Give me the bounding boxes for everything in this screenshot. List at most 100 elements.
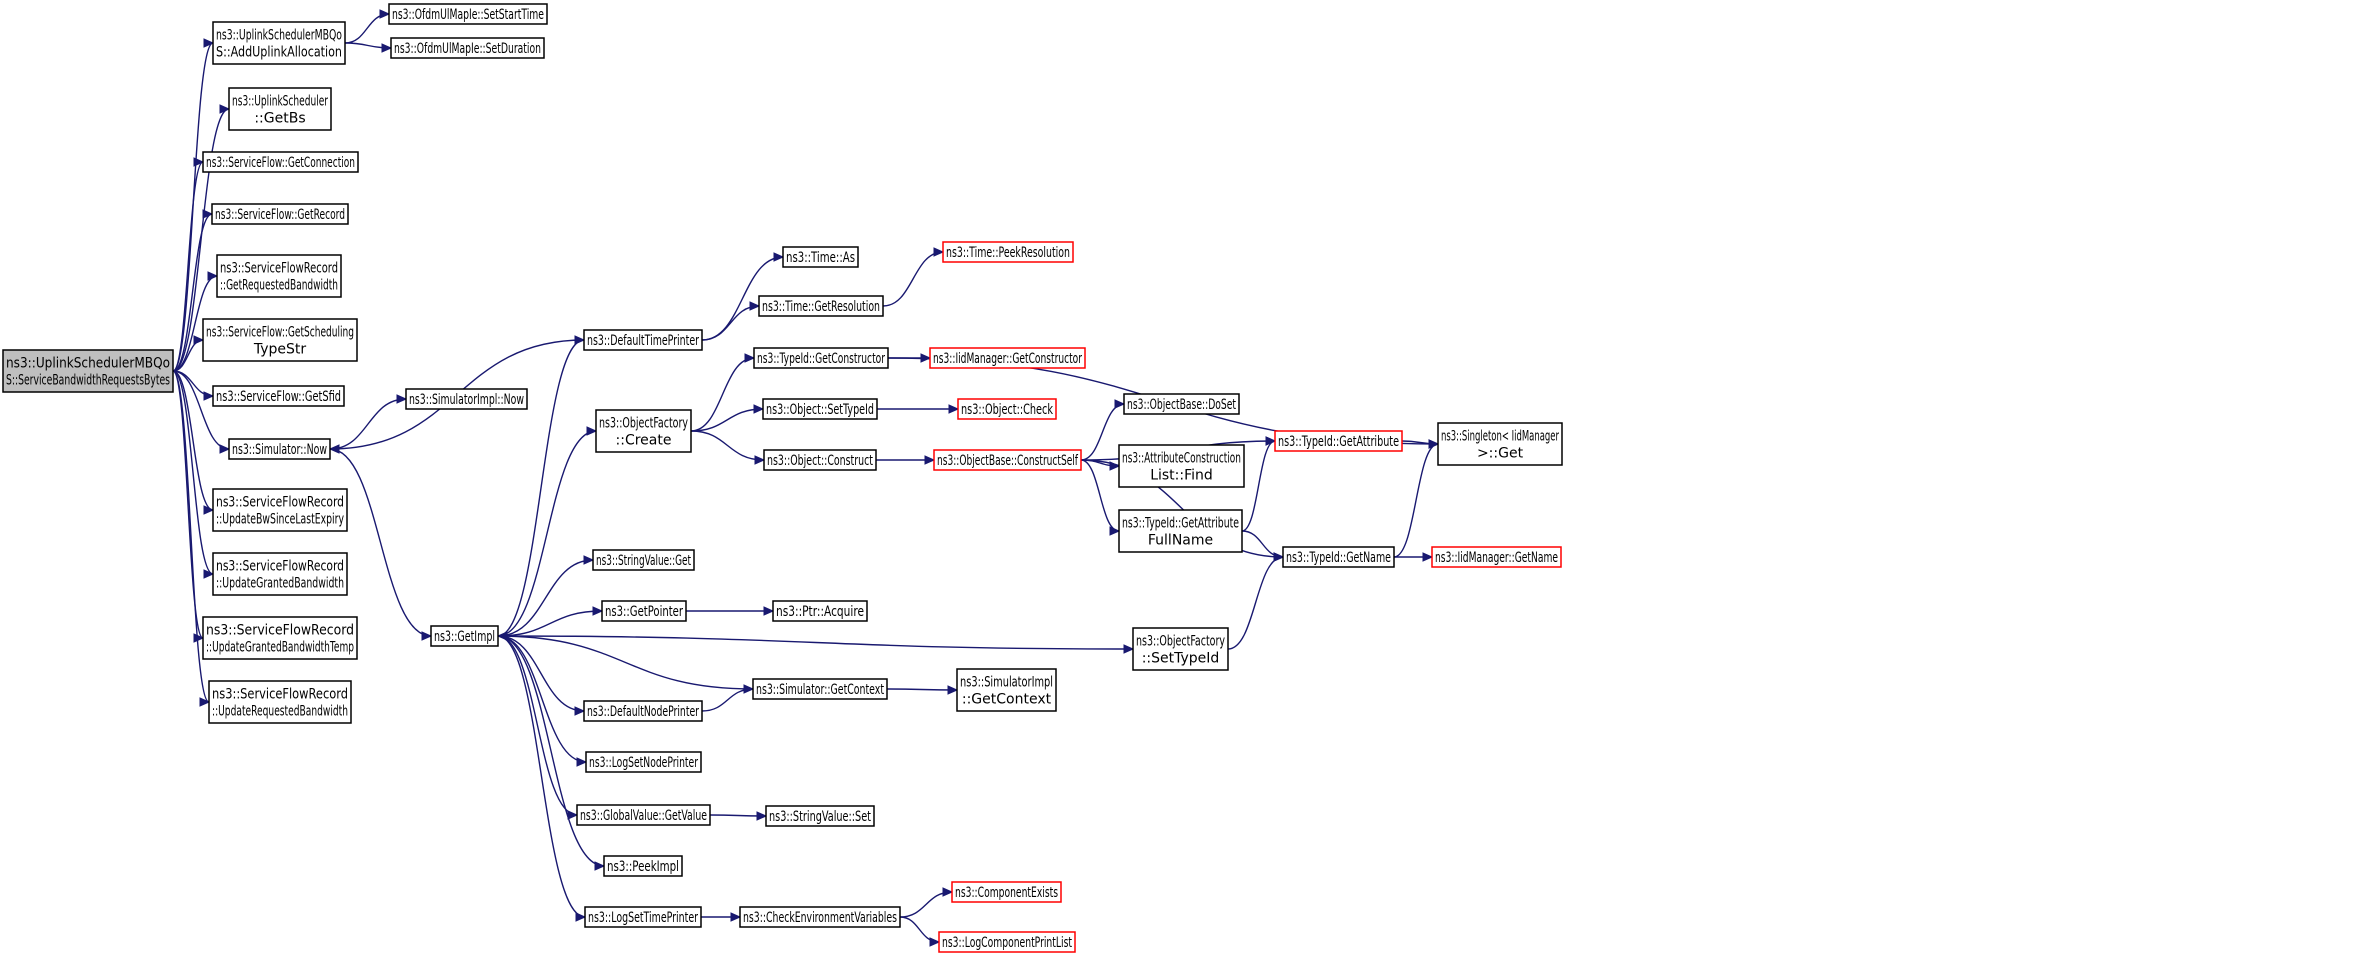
- node-checkenv[interactable]: ns3::CheckEnvironmentVariables: [739, 906, 901, 928]
- node-layer: ns3::UplinkSchedulerMBQoS::ServiceBandwi…: [2, 3, 1563, 953]
- node-label: ns3::StringValue::Set: [769, 809, 871, 825]
- node-box: [228, 87, 332, 131]
- edge-ofsettid-to-tidgetname: [1227, 556, 1284, 650]
- node-getreqbw[interactable]: ns3::ServiceFlowRecord::GetRequestedBand…: [216, 254, 342, 298]
- node-objconstruct[interactable]: ns3::Object::Construct: [763, 449, 877, 471]
- node-label: ns3::Time::As: [786, 250, 855, 266]
- node-tidgetattr[interactable]: ns3::TypeId::GetAttribute: [1274, 430, 1403, 452]
- node-label: ns3::Time::GetResolution: [762, 299, 880, 315]
- node-setdur[interactable]: ns3::OfdmUlMapIe::SetDuration: [390, 37, 545, 59]
- node-logcpl[interactable]: ns3::LogComponentPrintList: [938, 931, 1076, 953]
- node-updbw[interactable]: ns3::ServiceFlowRecord::UpdateBwSinceLas…: [212, 488, 348, 532]
- edge-simgetctx-to-getimpl: [497, 635, 754, 690]
- node-label: ns3::OfdmUlMapIe::SetStartTime: [392, 7, 544, 23]
- node-updgr[interactable]: ns3::ServiceFlowRecord::UpdateGrantedBan…: [212, 552, 348, 596]
- edge-objconstruct-to-obconstructself-arrowhead: [924, 455, 936, 465]
- edge-ofcreate-to-objconstruct: [690, 430, 765, 461]
- node-timeas[interactable]: ns3::Time::As: [782, 246, 859, 268]
- node-getptr[interactable]: ns3::GetPointer: [601, 600, 687, 622]
- node-timepeek[interactable]: ns3::Time::PeekResolution: [942, 241, 1074, 263]
- node-ofcreate[interactable]: ns3::ObjectFactory::Create: [595, 409, 692, 453]
- edge-root-to-getbs: [172, 108, 230, 372]
- node-updgrt[interactable]: ns3::ServiceFlowRecord::UpdateGrantedBan…: [202, 616, 358, 660]
- node-box: [752, 678, 888, 700]
- node-timegetres[interactable]: ns3::Time::GetResolution: [758, 295, 884, 317]
- edge-deftp-to-timegetres: [701, 305, 760, 341]
- node-singleton[interactable]: ns3::Singleton< IidManager >::Get: [1437, 422, 1563, 466]
- node-tidgetctor[interactable]: ns3::TypeId::GetConstructor: [753, 347, 889, 369]
- node-updreq[interactable]: ns3::ServiceFlowRecord::UpdateRequestedB…: [208, 680, 352, 724]
- node-box: [405, 388, 528, 410]
- edge-obconstructself-to-tidgetattrfn: [1080, 459, 1120, 532]
- node-getrec[interactable]: ns3::ServiceFlow::GetRecord: [211, 203, 349, 225]
- node-label: ns3::Object::SetTypeId: [766, 402, 874, 418]
- edge-tidgetname-to-singleton: [1393, 443, 1439, 558]
- edge-root-to-updgr-arrowhead: [203, 569, 215, 579]
- node-tidgetname[interactable]: ns3::TypeId::GetName: [1282, 546, 1395, 568]
- node-iidgetctor[interactable]: ns3::IidManager::GetConstructor: [929, 347, 1086, 369]
- node-obdoset[interactable]: ns3::ObjectBase::DoSet: [1123, 393, 1240, 415]
- node-setstart[interactable]: ns3::OfdmUlMapIe::SetStartTime: [388, 3, 548, 25]
- node-label: ns3::Singleton< IidManager: [1441, 429, 1559, 445]
- node-label: ns3::TypeId::GetConstructor: [757, 351, 885, 367]
- node-label: ::GetBs: [254, 111, 305, 127]
- edge-timegetres-to-timepeek-arrowhead: [933, 247, 945, 257]
- edge-getimpl-to-getptr-arrowhead: [592, 606, 604, 616]
- node-getimpl[interactable]: ns3::GetImpl: [430, 625, 499, 647]
- edge-root-to-getconn: [172, 161, 204, 372]
- node-label: ns3::ServiceFlowRecord: [206, 623, 354, 639]
- edge-getimpl-to-deftp-arrowhead: [574, 335, 586, 345]
- node-compexists[interactable]: ns3::ComponentExists: [951, 881, 1062, 903]
- edge-getimpl-to-gvget-arrowhead: [567, 810, 579, 820]
- node-iidgetname[interactable]: ns3::IidManager::GetName: [1431, 546, 1562, 568]
- node-objsettid[interactable]: ns3::Object::SetTypeId: [762, 398, 878, 420]
- node-obconstructself[interactable]: ns3::ObjectBase::ConstructSelf: [933, 449, 1082, 471]
- node-simnow[interactable]: ns3::Simulator::Now: [228, 438, 331, 460]
- node-getbs[interactable]: ns3::UplinkScheduler::GetBs: [228, 87, 332, 131]
- node-box: [1274, 430, 1403, 452]
- node-getconn[interactable]: ns3::ServiceFlow::GetConnection: [202, 151, 359, 173]
- node-svset[interactable]: ns3::StringValue::Set: [765, 805, 875, 827]
- node-box: [762, 398, 878, 420]
- edge-root-to-getrec-arrowhead: [202, 209, 214, 219]
- node-getsfid[interactable]: ns3::ServiceFlow::GetSfid: [212, 385, 345, 407]
- edge-root-to-getsched-arrowhead: [193, 335, 205, 345]
- edge-addul-to-setdur-arrowhead: [381, 43, 393, 53]
- node-simgetctx[interactable]: ns3::Simulator::GetContext: [752, 678, 888, 700]
- node-box: [1282, 546, 1395, 568]
- node-box: [584, 906, 702, 928]
- node-label: ns3::ObjectBase::ConstructSelf: [937, 453, 1079, 469]
- edge-getimpl-to-defnp: [497, 635, 585, 712]
- node-simimplnow[interactable]: ns3::SimulatorImpl::Now: [405, 388, 528, 410]
- node-box: [228, 438, 331, 460]
- node-label: ns3::ServiceFlow::GetSfid: [216, 389, 341, 405]
- node-label: ns3::ServiceFlowRecord: [216, 495, 344, 511]
- node-deftp[interactable]: ns3::DefaultTimePrinter: [583, 329, 703, 351]
- node-ofsettid[interactable]: ns3::ObjectFactory::SetTypeId: [1132, 627, 1229, 671]
- node-objcheck[interactable]: ns3::Object::Check: [957, 398, 1057, 420]
- node-ptracq[interactable]: ns3::Ptr::Acquire: [772, 600, 868, 622]
- node-label: ::UpdateGrantedBandwidth: [216, 576, 344, 592]
- node-gvget[interactable]: ns3::GlobalValue::GetValue: [576, 804, 711, 826]
- node-root[interactable]: ns3::UplinkSchedulerMBQoS::ServiceBandwi…: [2, 349, 174, 393]
- node-addul[interactable]: ns3::UplinkSchedulerMBQoS::AddUplinkAllo…: [212, 21, 346, 65]
- edge-simgetctx-to-simimplgetctx-arrowhead: [947, 685, 959, 695]
- node-svget[interactable]: ns3::StringValue::Get: [592, 549, 695, 571]
- node-label: ns3::UplinkSchedulerMBQo: [6, 356, 170, 372]
- edge-root-to-getsched: [172, 339, 204, 372]
- node-logsnp[interactable]: ns3::LogSetNodePrinter: [585, 751, 702, 773]
- node-logstp[interactable]: ns3::LogSetTimePrinter: [584, 906, 702, 928]
- node-box: [772, 600, 868, 622]
- node-simimplgetctx[interactable]: ns3::SimulatorImpl::GetContext: [956, 668, 1057, 712]
- node-box: [430, 625, 499, 647]
- edge-getimpl-to-logstp: [497, 635, 586, 918]
- node-defnp[interactable]: ns3::DefaultNodePrinter: [583, 700, 703, 722]
- node-box: [212, 385, 345, 407]
- node-peekimpl[interactable]: ns3::PeekImpl: [603, 855, 683, 877]
- edge-deftp-to-timegetres-arrowhead: [749, 301, 761, 311]
- edge-getimpl-to-ofsettid-arrowhead: [1123, 644, 1135, 654]
